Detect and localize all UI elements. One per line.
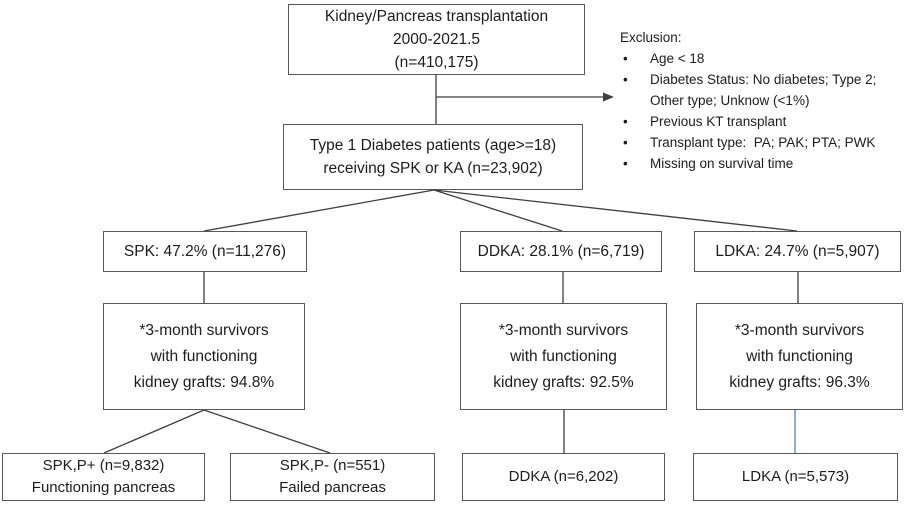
connector-survivors-spk-p-plus: [103, 409, 205, 454]
node-type1-cohort: Type 1 Diabetes patients (age>=18) recei…: [283, 124, 583, 190]
connector-cohort-spk: [203, 189, 435, 232]
node-text-line: *3-month survivors: [498, 321, 629, 339]
node-text-line: 2000-2021.5: [392, 31, 481, 48]
exclusion-item-text: Diabetes Status: No diabetes; Type 2;: [650, 72, 877, 87]
node-text-line: (n=410,175): [394, 54, 479, 71]
connector-survivors-spk-p-minus: [203, 409, 331, 454]
exclusion-item-text: Age < 18: [650, 51, 705, 66]
node-ddka-survivors: *3-month survivors with functioning kidn…: [460, 303, 667, 410]
bullet-marker: •: [623, 156, 628, 171]
exclusion-item-text: Previous KT transplant: [650, 114, 787, 129]
exclusion-item-text: Missing on survival time: [650, 156, 794, 171]
node-text-line: DDKA (n=6,202): [508, 468, 619, 485]
node-ddka-final: DDKA (n=6,202): [462, 453, 665, 501]
node-text-line: SPK: 47.2% (n=11,276): [123, 243, 287, 260]
bullet-marker: •: [623, 135, 628, 150]
bullet-marker: •: [623, 51, 628, 66]
node-text-line: *3-month survivors: [734, 321, 865, 339]
node-text-line: kidney grafts: 96.3%: [729, 373, 870, 391]
node-text-line: receiving SPK or KA (n=23,902): [323, 160, 543, 177]
exclusion-item-text: Transplant type: PA; PAK; PTA; PWK: [650, 135, 876, 150]
node-text-line: Failed pancreas: [279, 479, 386, 496]
node-spk-p-plus: SPK,P+ (n=9,832) Functioning pancreas: [2, 453, 205, 501]
exclusion-item: • Missing on survival time: [620, 153, 910, 174]
node-ldka: LDKA: 24.7% (n=5,907): [694, 231, 901, 272]
node-spk-survivors: *3-month survivors with functioning kidn…: [103, 303, 305, 410]
node-ldka-survivors: *3-month survivors with functioning kidn…: [696, 303, 903, 410]
node-text-line: LDKA: 24.7% (n=5,907): [715, 243, 880, 260]
node-text-line: DDKA: 28.1% (n=6,719): [477, 243, 645, 260]
node-spk-p-minus: SPK,P- (n=551) Failed pancreas: [230, 453, 435, 501]
exclusion-item: • Transplant type: PA; PAK; PTA; PWK: [620, 132, 910, 153]
node-text-line: with functioning: [510, 347, 617, 365]
node-text-line: kidney grafts: 94.8%: [133, 373, 275, 391]
exclusion-item-text: Other type; Unknow (<1%): [650, 93, 810, 108]
exclusion-item: • Diabetes Status: No diabetes; Type 2; …: [620, 69, 910, 111]
connector-cohort-ldka: [433, 189, 798, 232]
node-text-line: Kidney/Pancreas transplantation: [324, 8, 549, 25]
node-text-line: with functioning: [150, 347, 258, 365]
node-text-line: kidney grafts: 92.5%: [493, 373, 634, 391]
node-text-line: with functioning: [746, 347, 853, 365]
node-text-line: SPK,P+ (n=9,832): [42, 457, 165, 474]
bullet-marker: •: [623, 72, 628, 87]
bullet-marker: •: [623, 114, 628, 129]
node-spk: SPK: 47.2% (n=11,276): [103, 231, 307, 272]
node-total-transplants: Kidney/Pancreas transplantation 2000-202…: [288, 4, 585, 75]
node-text-line: LDKA (n=5,573): [741, 468, 850, 485]
arrow-head-icon: [603, 92, 614, 102]
connector-cohort-ddka: [433, 189, 563, 232]
exclusion-heading: Exclusion:: [620, 30, 682, 45]
exclusion-item: • Previous KT transplant: [620, 111, 910, 132]
exclusion-item: • Age < 18: [620, 48, 910, 69]
node-ldka-final: LDKA (n=5,573): [693, 453, 898, 501]
node-text-line: *3-month survivors: [139, 321, 269, 339]
node-text-line: SPK,P- (n=551): [279, 457, 386, 474]
exclusion-list: Exclusion: • Age < 18 • Diabetes Status:…: [620, 27, 910, 174]
node-text-line: Functioning pancreas: [31, 479, 176, 496]
node-ddka: DDKA: 28.1% (n=6,719): [460, 231, 662, 272]
node-text-line: Type 1 Diabetes patients (age>=18): [309, 137, 557, 154]
